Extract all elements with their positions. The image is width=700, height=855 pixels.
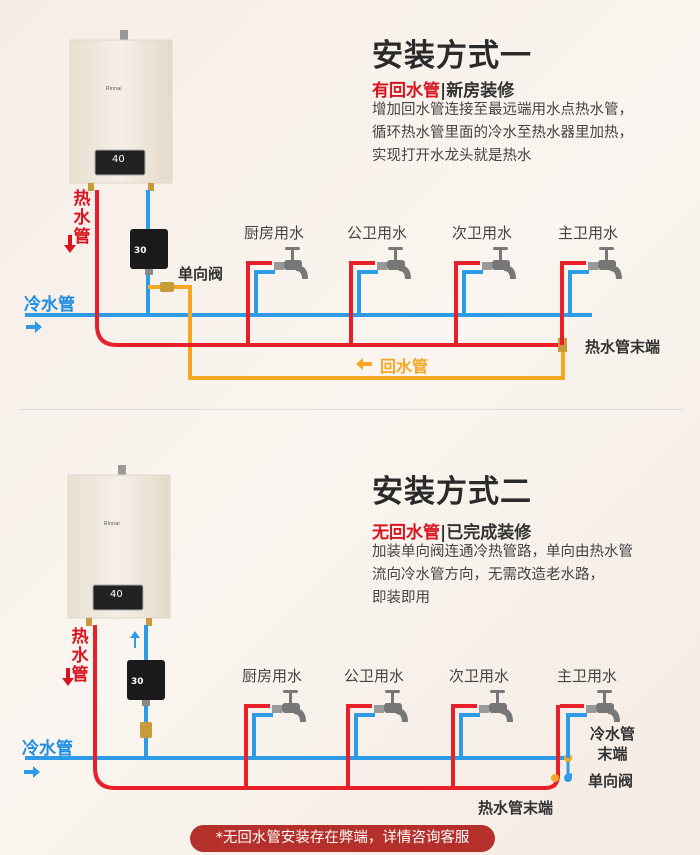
pump-display: 30 [134, 246, 147, 256]
return-pipe-label: 回水管 [380, 357, 429, 376]
section2-description: 加装单向阀连通冷热管路，单向由热水管流向冷水管方向，无需改造老水路，即装即用 [372, 544, 633, 606]
section2-heater-graphic [67, 464, 171, 627]
section2-subtitle: 无回水管|已完成装修 [372, 523, 532, 543]
section1-subtitle: 有回水管|新房装修 [372, 81, 515, 101]
down-arrow-icon [64, 235, 76, 253]
hot-pipe-label: 热水管 [73, 189, 91, 247]
pump-display: 30 [131, 677, 144, 687]
heater-display: 40 [110, 589, 123, 600]
fixture-label: 厨房用水 [242, 667, 303, 685]
brand-logo: Rinnai [106, 86, 122, 92]
flow-arrow-icon [24, 766, 40, 778]
section1-heater-graphic [69, 29, 173, 192]
down-arrow-icon [62, 668, 74, 686]
section-divider [18, 409, 682, 410]
hot-end-label: 热水管末端 [585, 338, 661, 356]
fixture-label: 厨房用水 [244, 224, 305, 242]
fixture-label: 主卫用水 [557, 667, 618, 685]
section1-fixtures [246, 247, 622, 345]
brand-logo: Rinnai [104, 521, 120, 527]
check-valve-icon [160, 282, 174, 292]
section2-fixtures [244, 690, 620, 788]
footnote-badge: *无回水管安装存在弊端，详情咨询客服 [190, 825, 495, 852]
cold-pipe-label: 冷水管 [22, 739, 73, 759]
fixture-label: 主卫用水 [558, 224, 619, 242]
section1-title: 安装方式一 [372, 38, 532, 74]
check-valve-label: 单向阀 [178, 265, 224, 283]
up-arrow-icon [130, 631, 140, 648]
check-valve-label: 单向阀 [588, 772, 634, 790]
hot-pipe [95, 190, 563, 347]
left-arrow-icon [356, 358, 372, 370]
fixture-label: 公卫用水 [347, 224, 408, 242]
cold-end-label: 冷水管末端 [590, 725, 636, 763]
hot-end-label: 热水管末端 [478, 799, 554, 817]
check-valve-icon [564, 774, 572, 782]
return-pipe [148, 285, 565, 380]
section2-title: 安装方式二 [372, 474, 532, 510]
heater-display: 40 [112, 154, 125, 165]
cold-pipe-label: 冷水管 [24, 295, 75, 315]
fixture-label: 次卫用水 [452, 224, 513, 242]
fixture-label: 次卫用水 [449, 667, 510, 685]
fixture-label: 公卫用水 [344, 667, 405, 685]
section1-description: 增加回水管连接至最远端用水点热水管，循环热水管里面的冷水至热水器里加热，实现打开… [372, 102, 633, 164]
hot-pipe-label: 热水管 [71, 627, 89, 685]
flow-arrow-icon [26, 321, 42, 333]
